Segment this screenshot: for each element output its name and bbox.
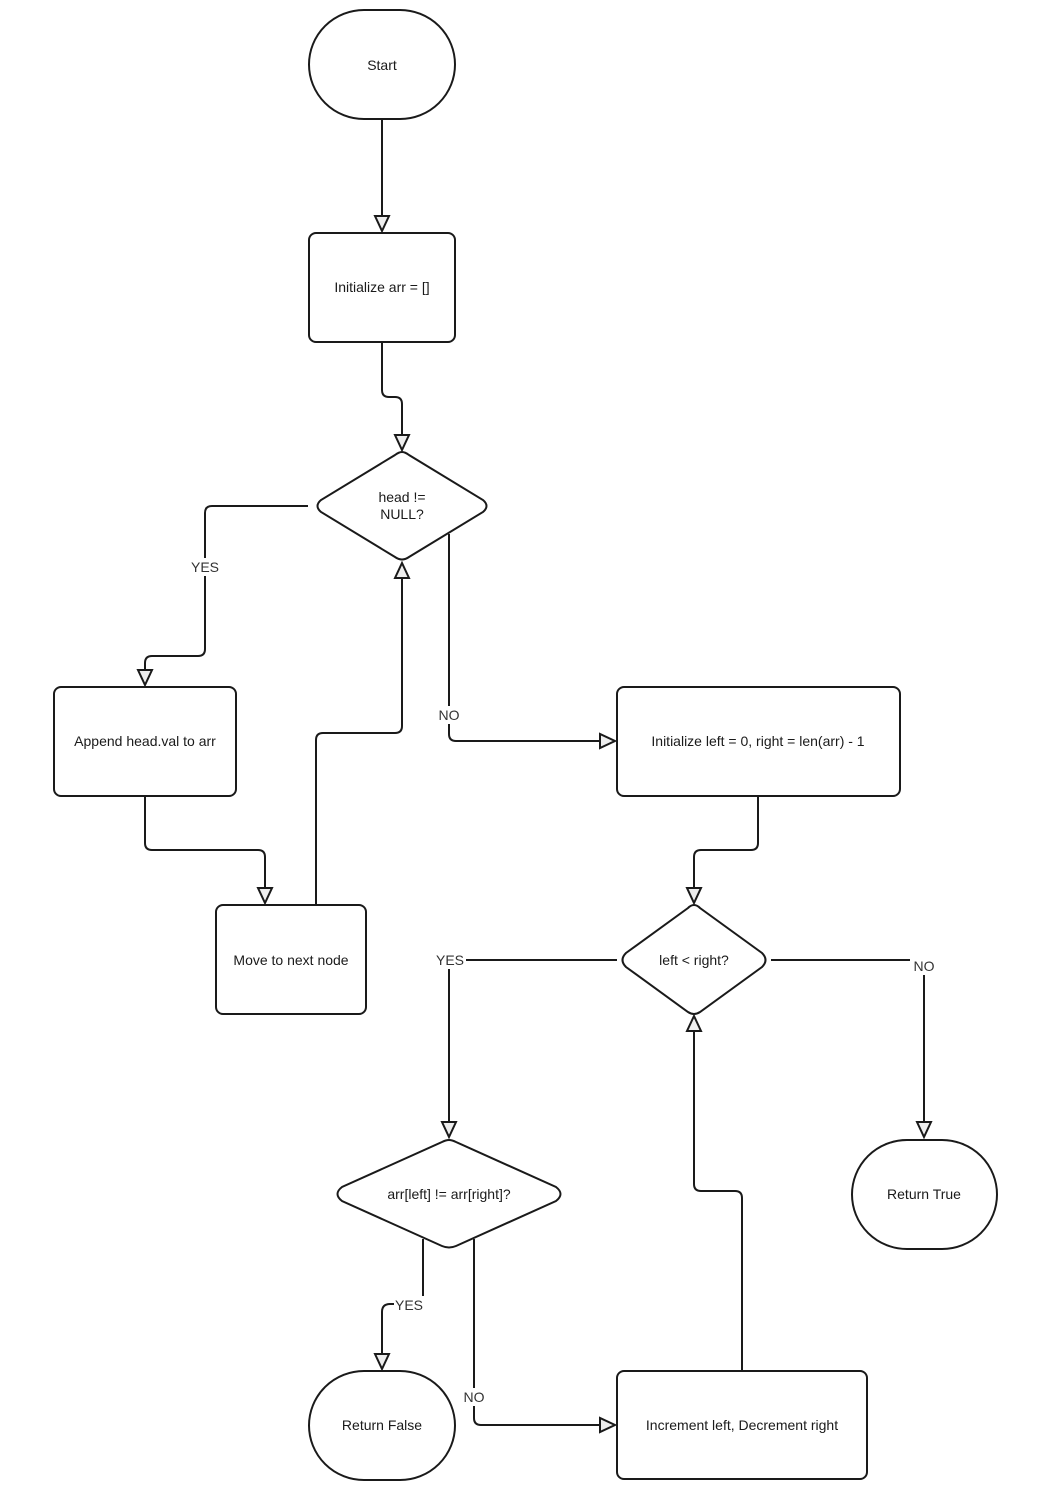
node-move-next-label: Move to next node — [233, 952, 348, 968]
edge-head-check-yes-to-append: YES — [136, 505, 308, 688]
arrowhead-icon — [599, 732, 618, 750]
edge-cmp-check-no-to-step: NO — [461, 1239, 618, 1434]
edge-head-check-no-to-init-ptrs: NO — [436, 534, 618, 750]
node-return-true-label: Return True — [887, 1186, 961, 1202]
node-start[interactable]: Start — [308, 9, 456, 120]
node-cmp-check-label: arr[left] != arr[right]? — [387, 1186, 511, 1202]
node-init-ptrs-label: Initialize left = 0, right = len(arr) - … — [651, 733, 864, 749]
node-head-check-label-line-1: head != — [378, 489, 425, 505]
node-return-false-label: Return False — [342, 1417, 422, 1433]
node-head-check[interactable]: head != NULL? — [316, 450, 488, 561]
node-start-label: Start — [367, 57, 397, 73]
arrowhead-icon — [915, 1121, 933, 1140]
node-return-true[interactable]: Return True — [851, 1139, 998, 1250]
edge-lr-check-no-to-return-true: NO — [771, 957, 938, 1140]
edge-move-next-to-head-check — [315, 560, 411, 905]
arrowhead-icon — [256, 887, 274, 906]
arrowhead-icon — [136, 669, 154, 688]
node-move-next[interactable]: Move to next node — [215, 904, 367, 1015]
edge-label-no: NO — [464, 1389, 485, 1405]
edge-label-yes: YES — [191, 559, 219, 575]
node-cmp-check[interactable]: arr[left] != arr[right]? — [336, 1138, 562, 1249]
arrowhead-icon — [599, 1416, 618, 1434]
node-step-label: Increment left, Decrement right — [646, 1417, 838, 1433]
arrowhead-icon — [373, 1353, 391, 1372]
edge-start-to-init-arr — [373, 120, 391, 234]
node-init-arr[interactable]: Initialize arr = [] — [308, 232, 456, 343]
arrowhead-icon — [373, 215, 391, 234]
edge-label-yes: YES — [436, 952, 464, 968]
edge-label-no: NO — [914, 958, 935, 974]
edge-label-no: NO — [439, 707, 460, 723]
edge-init-arr-to-head-check — [381, 342, 411, 453]
arrowhead-icon — [440, 1121, 458, 1140]
node-head-check-label-line-2: NULL? — [380, 506, 424, 522]
edge-lr-check-yes-to-cmp-check: YES — [434, 951, 617, 1140]
arrowhead-icon — [393, 560, 411, 579]
node-init-arr-label: Initialize arr = [] — [334, 279, 429, 295]
node-init-ptrs[interactable]: Initialize left = 0, right = len(arr) - … — [616, 686, 901, 797]
arrowhead-icon — [393, 434, 411, 453]
edge-cmp-check-yes-to-return-false: YES — [373, 1239, 424, 1372]
node-append[interactable]: Append head.val to arr — [53, 686, 237, 797]
node-lr-check-label: left < right? — [659, 952, 729, 968]
edge-label-yes: YES — [395, 1297, 423, 1313]
node-lr-check[interactable]: left < right? — [621, 903, 767, 1015]
edge-step-to-lr-check — [685, 1013, 743, 1370]
node-return-false[interactable]: Return False — [308, 1370, 456, 1481]
arrowhead-icon — [685, 1013, 703, 1032]
node-append-label: Append head.val to arr — [74, 733, 216, 749]
arrowhead-icon — [685, 887, 703, 906]
node-step[interactable]: Increment left, Decrement right — [616, 1370, 868, 1480]
edge-append-to-move-next — [144, 796, 274, 906]
edge-init-ptrs-to-lr-check — [685, 796, 759, 906]
